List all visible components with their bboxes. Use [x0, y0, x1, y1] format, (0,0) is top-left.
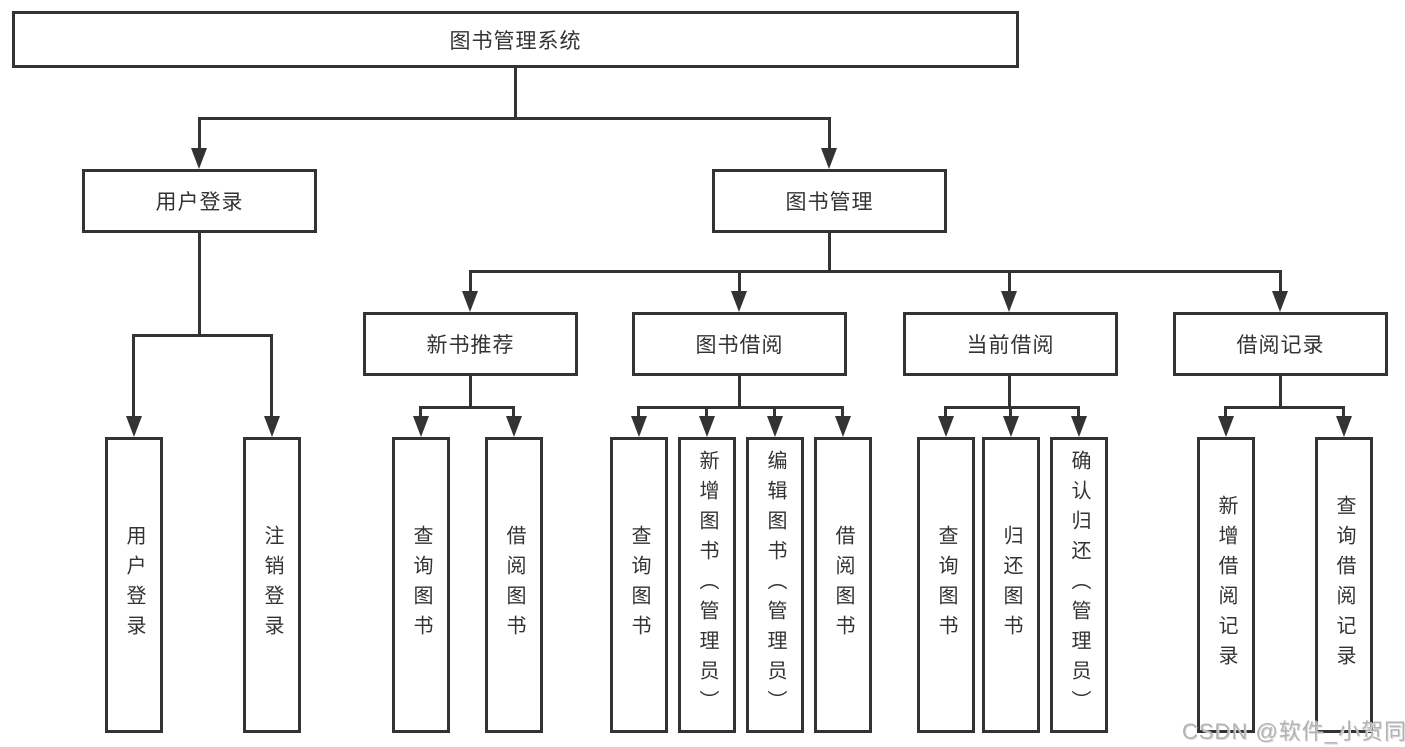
arrowhead-leaf-return-book [1003, 416, 1019, 437]
connector-book-mgmt-trunk [828, 233, 831, 273]
node-root: 图书管理系统 [12, 11, 1019, 68]
csdn-watermark: CSDN @软件_小贺同学 [1182, 719, 1405, 744]
connector-level3 [469, 270, 1282, 273]
leaf-logout: 注销登录 [243, 437, 301, 733]
connector-stem-leaf-query-borrow-record [1342, 406, 1345, 419]
connector-stem-leaf-return-book [1009, 406, 1012, 419]
node-root-label: 图书管理系统 [449, 29, 582, 53]
leaf-borrow-book-rec: 借阅图书 [485, 437, 543, 733]
connector-stem-leaf-query-book-borrow [637, 406, 640, 419]
leaf-add-book-admin-label: 新增图书（管理员） [696, 450, 718, 720]
leaf-borrow-book-rec-label: 借阅图书 [503, 525, 525, 645]
connector-stem-borrow-record [1279, 270, 1282, 294]
node-new-book-rec-label: 新书推荐 [426, 334, 515, 357]
connector-level2 [198, 117, 831, 120]
node-user-login: 用户登录 [82, 169, 317, 233]
node-current-borrow: 当前借阅 [903, 312, 1118, 376]
leaf-borrow-book: 借阅图书 [814, 437, 872, 733]
leaf-query-book-current: 查询图书 [917, 437, 975, 733]
leaf-confirm-return-admin-label: 确认归还（管理员） [1068, 450, 1090, 720]
node-book-borrow-label: 图书借阅 [695, 334, 784, 357]
leaf-user-login: 用户登录 [105, 437, 163, 733]
leaf-query-book-rec: 查询图书 [392, 437, 450, 733]
node-borrow-record-label: 借阅记录 [1236, 334, 1325, 357]
leaf-user-login-label: 用户登录 [123, 525, 145, 645]
node-book-mgmt: 图书管理 [712, 169, 947, 233]
node-current-borrow-label: 当前借阅 [966, 334, 1055, 357]
leaf-query-book-rec-label: 查询图书 [410, 525, 432, 645]
arrowhead-borrow-record [1272, 291, 1288, 312]
arrowhead-current-borrow [1001, 291, 1017, 312]
connector-current-borrow-trunk [1008, 376, 1011, 409]
connector-stem-leaf-add-book-admin [705, 406, 708, 419]
node-book-borrow: 图书借阅 [632, 312, 847, 376]
leaf-edit-book-admin: 编辑图书（管理员） [746, 437, 804, 733]
connector-user-login-trunk [198, 233, 201, 337]
arrowhead-leaf-confirm-return [1071, 416, 1087, 437]
arrowhead-leaf-edit-book-admin [767, 416, 783, 437]
leaf-logout-label: 注销登录 [261, 525, 283, 645]
connector-stem-book-borrow [738, 270, 741, 294]
arrowhead-leaf-query-borrow-record [1336, 416, 1352, 437]
connector-stem-new-book-rec [469, 270, 472, 294]
arrowhead-book-borrow [731, 291, 747, 312]
connector-stem-leaf-logout [270, 334, 273, 419]
arrowhead-leaf-borrow-book [835, 416, 851, 437]
connector-stem-leaf-add-borrow-record [1224, 406, 1227, 419]
arrowhead-user-login [191, 148, 207, 169]
leaf-borrow-book-label: 借阅图书 [832, 525, 854, 645]
node-book-mgmt-label: 图书管理 [785, 191, 874, 214]
leaf-return-book-label: 归还图书 [1000, 525, 1022, 645]
connector-new-book-rec-trunk [469, 376, 472, 409]
leaf-query-borrow-record-label: 查询借阅记录 [1333, 495, 1355, 675]
connector-stem-current-borrow [1008, 270, 1011, 294]
arrowhead-leaf-query-book-rec [413, 416, 429, 437]
node-new-book-rec: 新书推荐 [363, 312, 578, 376]
arrowhead-book-mgmt [821, 148, 837, 169]
connector-stem-leaf-borrow-book-rec [512, 406, 515, 419]
arrowhead-leaf-borrow-book-rec [506, 416, 522, 437]
connector-current-borrow-children [944, 406, 1080, 409]
connector-stem-leaf-query-book-current [944, 406, 947, 419]
leaf-query-book-current-label: 查询图书 [935, 525, 957, 645]
leaf-query-book-borrow-label: 查询图书 [628, 525, 650, 645]
leaf-confirm-return-admin: 确认归还（管理员） [1050, 437, 1108, 733]
connector-stem-leaf-query-book-rec [419, 406, 422, 419]
leaf-add-borrow-record: 新增借阅记录 [1197, 437, 1255, 733]
leaf-add-borrow-record-label: 新增借阅记录 [1215, 495, 1237, 675]
connector-stem-leaf-confirm-return [1077, 406, 1080, 419]
connector-book-borrow-children [637, 406, 844, 409]
arrowhead-leaf-query-book-borrow [631, 416, 647, 437]
arrowhead-leaf-query-book-current [938, 416, 954, 437]
arrowhead-leaf-add-borrow-record [1218, 416, 1234, 437]
arrowhead-leaf-logout [264, 416, 280, 437]
connector-borrow-record-children [1224, 406, 1345, 409]
connector-stem-leaf-user-login [132, 334, 135, 419]
connector-stem-user-login [198, 117, 201, 151]
arrowhead-leaf-add-book-admin [699, 416, 715, 437]
connector-stem-leaf-borrow-book [841, 406, 844, 419]
connector-new-book-rec-children [419, 406, 515, 409]
connector-root-trunk [514, 68, 517, 118]
connector-user-login-children [132, 334, 273, 337]
connector-borrow-record-trunk [1279, 376, 1282, 409]
leaf-query-book-borrow: 查询图书 [610, 437, 668, 733]
connector-stem-leaf-edit-book-admin [773, 406, 776, 419]
arrowhead-new-book-rec [462, 291, 478, 312]
node-user-login-label: 用户登录 [155, 191, 244, 214]
node-borrow-record: 借阅记录 [1173, 312, 1388, 376]
leaf-return-book: 归还图书 [982, 437, 1040, 733]
leaf-add-book-admin: 新增图书（管理员） [678, 437, 736, 733]
leaf-query-borrow-record: 查询借阅记录 [1315, 437, 1373, 733]
leaf-edit-book-admin-label: 编辑图书（管理员） [764, 450, 786, 720]
connector-stem-book-mgmt [828, 117, 831, 151]
arrowhead-leaf-user-login [126, 416, 142, 437]
connector-book-borrow-trunk [738, 376, 741, 409]
